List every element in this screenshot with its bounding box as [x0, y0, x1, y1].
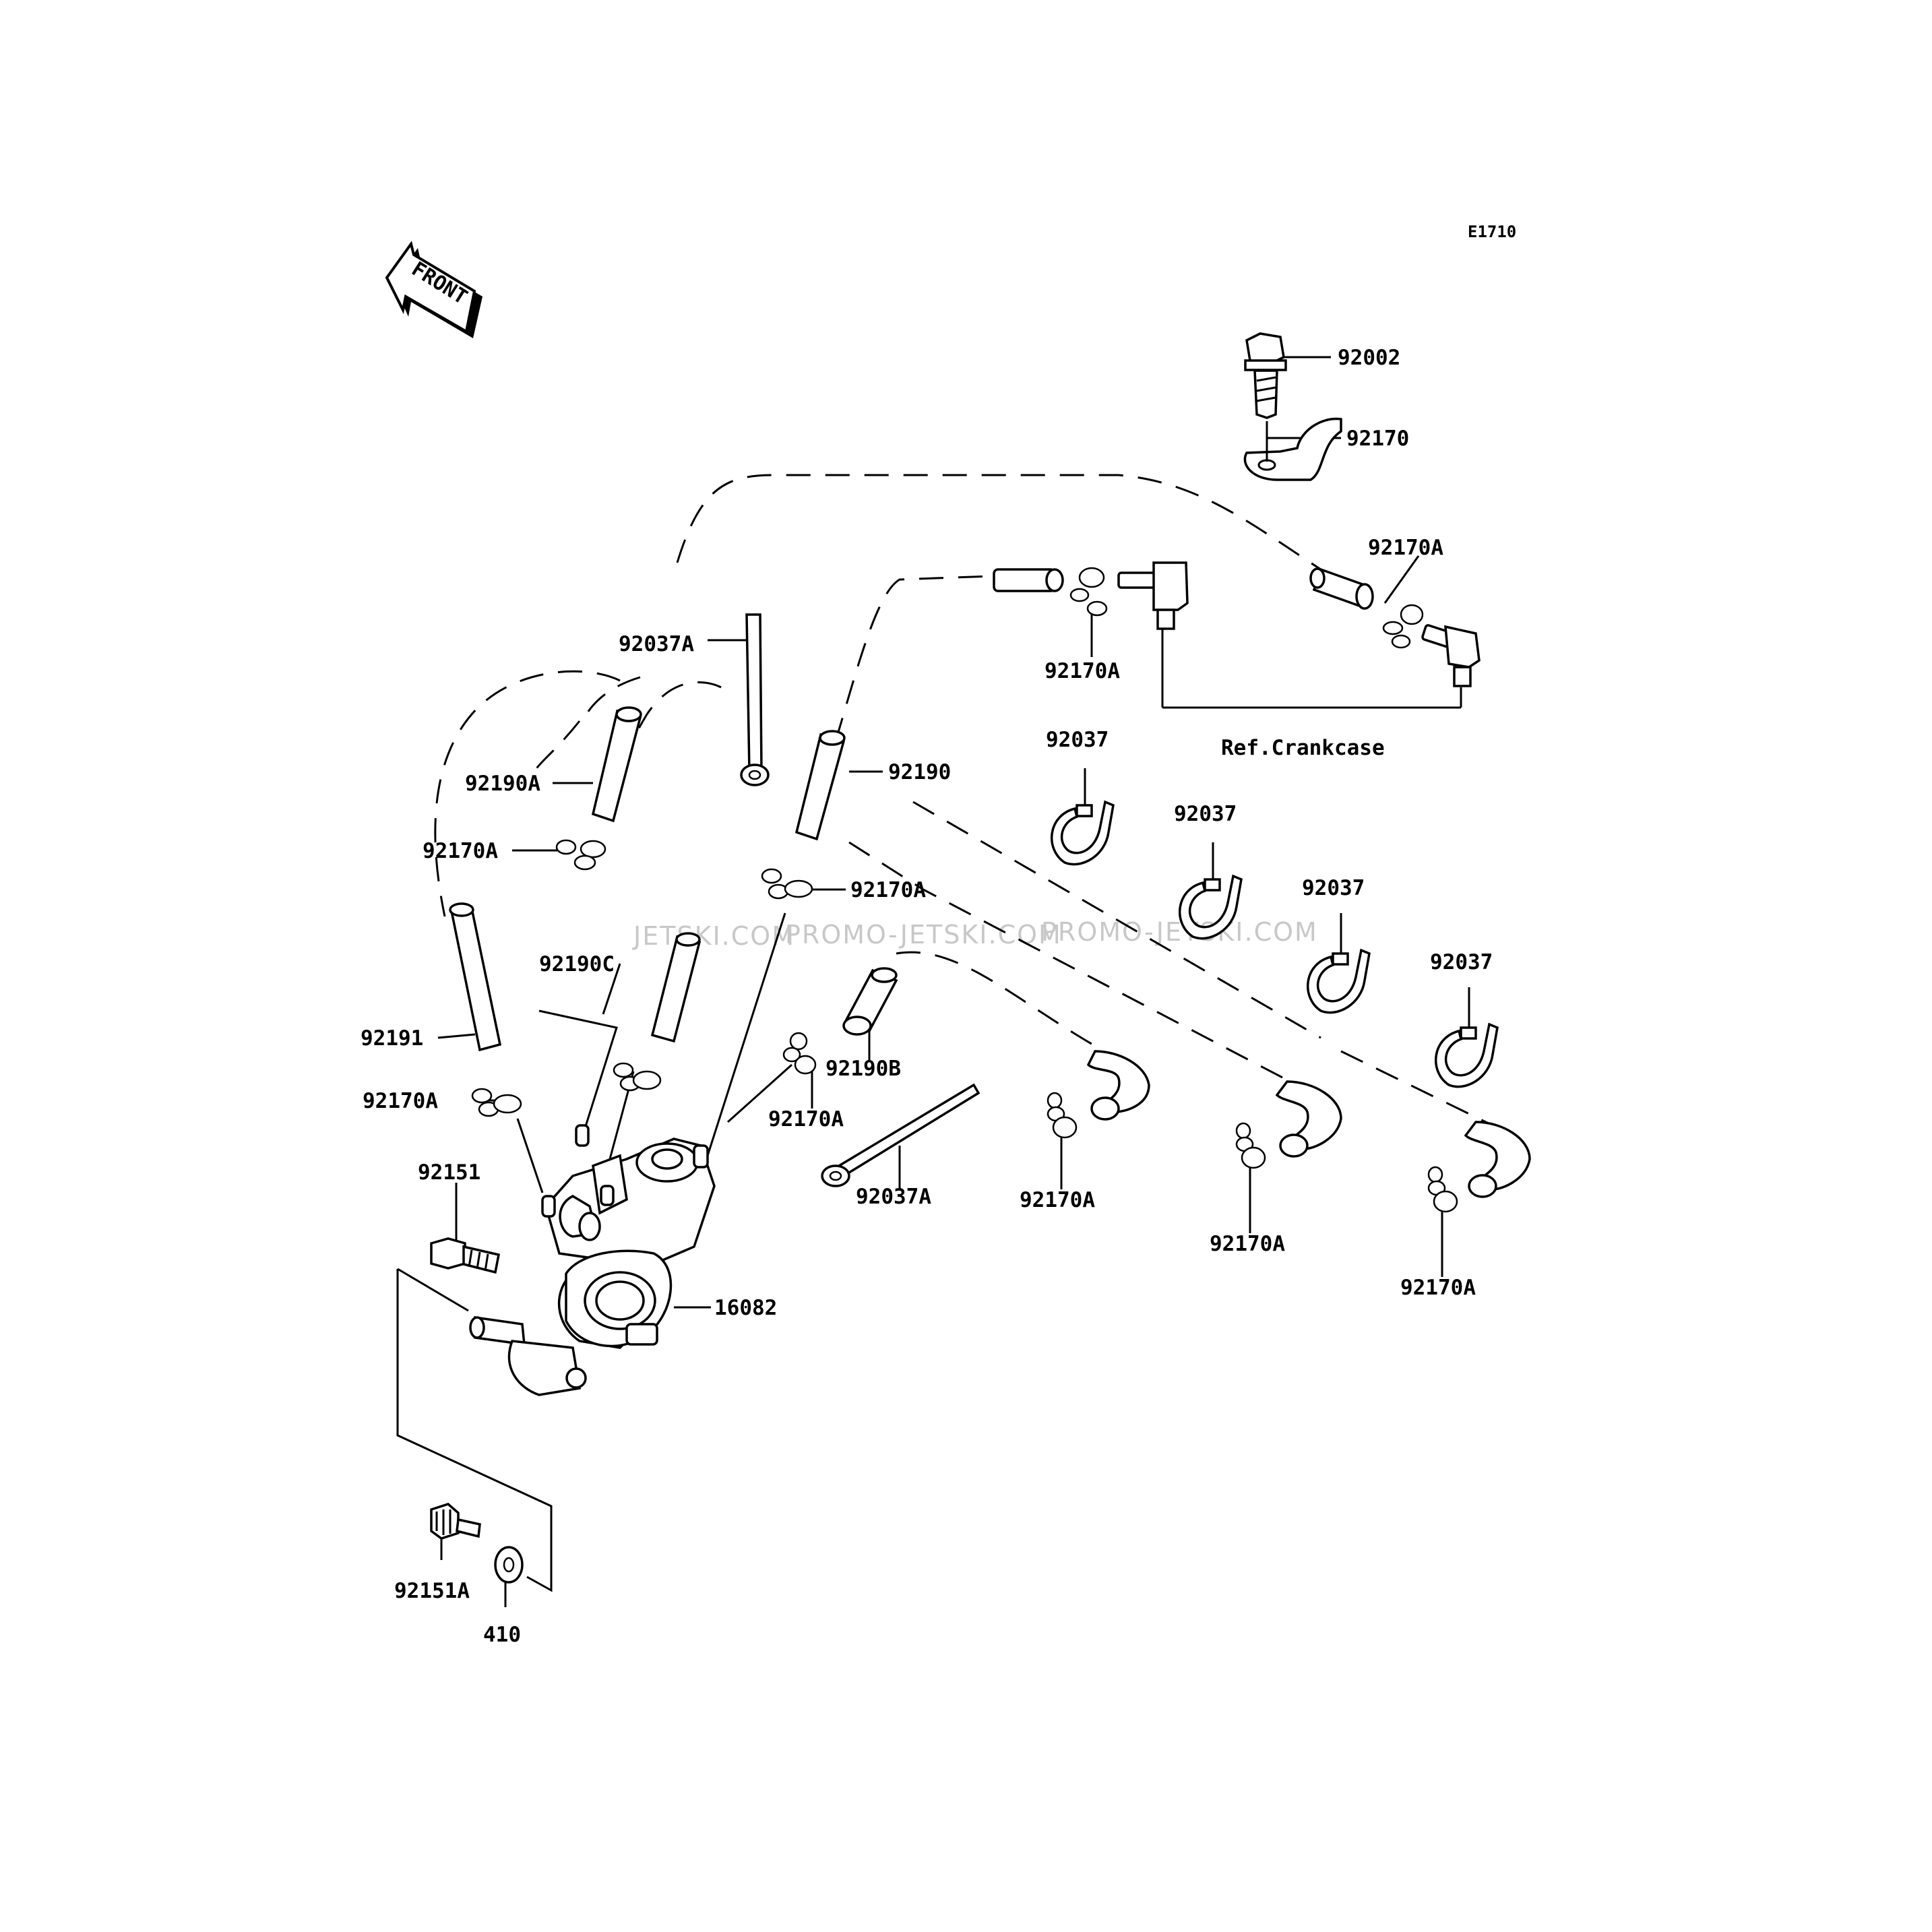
label-16082: 16082 — [714, 1296, 777, 1320]
label-92037-3: 92037 — [1302, 876, 1365, 900]
label-92190C: 92190C — [539, 952, 615, 976]
hose-92190A — [591, 706, 642, 823]
band-clamps — [1050, 800, 1499, 1088]
bolt-92151 — [430, 1237, 501, 1274]
label-92170A-hose2: 92170A — [1210, 1232, 1285, 1256]
label-92170A-mid: 92170A — [850, 878, 926, 902]
tube-92037A-lower — [821, 1083, 980, 1187]
label-92037A-lower: 92037A — [856, 1185, 931, 1209]
hose-top-right — [1309, 567, 1374, 610]
label-92037-2: 92037 — [1174, 802, 1237, 826]
washer-410 — [494, 1546, 524, 1584]
label-92037-1: 92037 — [1046, 728, 1109, 752]
label-92190B: 92190B — [825, 1057, 901, 1081]
elbow-hose-2 — [1275, 1080, 1342, 1158]
front-arrow-icon: FRONT — [385, 241, 482, 338]
hose-top-middle — [993, 568, 1064, 592]
clamp-92170 — [1243, 417, 1342, 481]
label-92170A-hose3: 92170A — [1400, 1276, 1476, 1300]
tube-92037A-upper — [740, 613, 770, 786]
svg-text:PROMO-JETSKI.COM: PROMO-JETSKI.COM — [785, 920, 1062, 949]
label-92190: 92190 — [888, 760, 951, 784]
hose-92190B — [842, 967, 898, 1036]
svg-text:PROMO-JETSKI.COM: PROMO-JETSKI.COM — [1041, 917, 1318, 947]
label-92170A-center: 92170A — [768, 1107, 844, 1131]
clip-icons — [471, 567, 1458, 1213]
label-92002: 92002 — [1338, 346, 1400, 370]
label-92170A-hose1: 92170A — [1020, 1188, 1095, 1212]
label-92190A: 92190A — [465, 772, 540, 796]
fitting-right — [1421, 624, 1481, 687]
hose-92190C — [650, 932, 702, 1043]
label-92170A-lower-left: 92170A — [363, 1089, 438, 1113]
label-92170: 92170 — [1346, 427, 1409, 451]
bolt-92002 — [1244, 332, 1287, 419]
label-92170A-fitting: 92170A — [1045, 659, 1120, 683]
label-92037-4: 92037 — [1430, 950, 1493, 974]
ref-crankcase-label: Ref.Crankcase — [1221, 736, 1385, 760]
label-92151: 92151 — [418, 1160, 480, 1185]
oil-pump-16082 — [469, 1124, 716, 1396]
label-92170A-left: 92170A — [423, 839, 498, 863]
diagram-code: E1710 — [1468, 222, 1516, 241]
label-92151A: 92151A — [394, 1579, 470, 1603]
elbow-hose-3 — [1464, 1121, 1531, 1198]
part-labels: 92002 92170 92170A 92170A 92037A 92190A … — [361, 346, 1493, 1647]
svg-text:JETSKI.COM: JETSKI.COM — [632, 921, 795, 951]
label-92170A-top: 92170A — [1368, 536, 1443, 560]
hose-92190 — [794, 730, 846, 841]
elbow-hose-1 — [1086, 1050, 1150, 1121]
label-92191: 92191 — [361, 1026, 423, 1051]
hose-routing-lines — [434, 474, 1493, 1127]
bolt-92151A — [430, 1503, 481, 1540]
label-92037A-upper: 92037A — [619, 632, 694, 656]
label-410: 410 — [483, 1623, 521, 1647]
fitting-left — [1117, 561, 1189, 630]
leader-lines — [396, 356, 1470, 1607]
watermark: JETSKI.COM PROMO-JETSKI.COM PROMO-JETSKI… — [632, 917, 1318, 951]
hose-92191 — [449, 902, 502, 1052]
